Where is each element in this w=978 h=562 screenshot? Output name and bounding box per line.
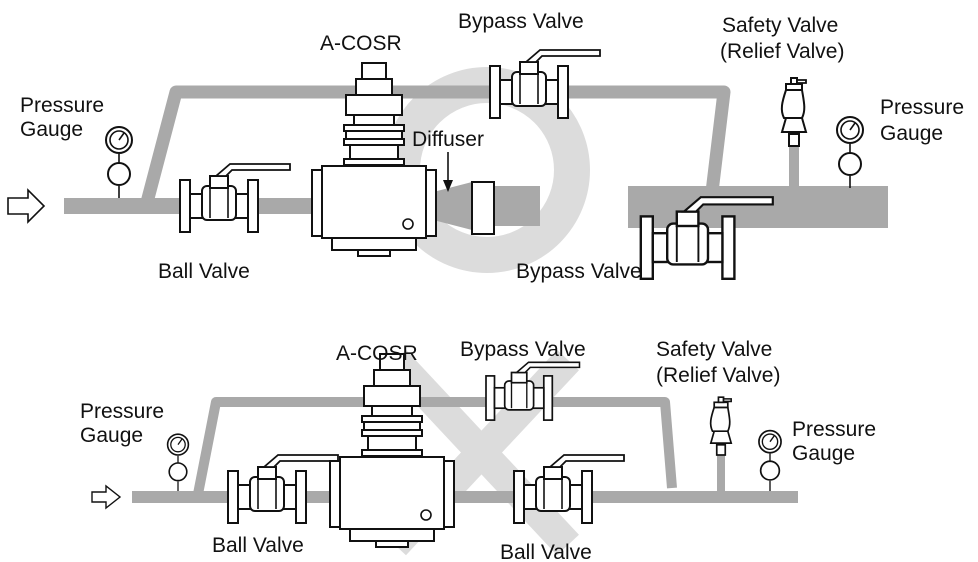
label-ball-valve-right-lower: Ball Valve [500, 541, 592, 562]
label-a-cosr: A-COSR [320, 32, 402, 55]
main-pipe-expanded [494, 186, 540, 226]
label-pressure-gauge-right-lower-1: Pressure [792, 418, 876, 441]
pressure-gauge-left-icon [105, 126, 133, 199]
diagram-without-diffuser: Pressure Gauge A-COSR Bypass Valve Safet… [80, 338, 876, 562]
label-pressure-gauge-left-1: Pressure [20, 94, 104, 117]
safety-valve-stem [789, 140, 799, 188]
label-pressure-gauge-left-2: Gauge [20, 118, 83, 141]
label-pressure-gauge-right-2: Gauge [880, 122, 943, 145]
safety-valve-lower-icon [709, 396, 733, 456]
flow-arrow-icon [7, 188, 46, 224]
bypass-pipe-lower [193, 397, 677, 495]
diffuser-flange [471, 181, 495, 235]
main-pipe-inlet-lower [132, 491, 232, 503]
main-pipe-outlet-lower [592, 491, 798, 503]
label-pressure-gauge-right-1: Pressure [880, 96, 964, 119]
ball-valve-left-lower-icon [227, 454, 339, 524]
diagram-with-diffuser: Pressure Gauge A-COSR Bypass Valve Safet… [7, 10, 964, 283]
safety-valve-icon [780, 77, 807, 147]
pressure-gauge-left-lower-icon [166, 433, 190, 492]
main-pipe-inlet [64, 198, 184, 214]
bypass-pipe-top [139, 85, 731, 208]
label-a-cosr-lower: A-COSR [336, 342, 418, 365]
main-pipe-outlet [628, 186, 888, 228]
label-ball-valve-left-lower: Ball Valve [212, 534, 304, 557]
diffuser-arrow-icon [443, 180, 453, 192]
label-bypass-valve-bottom: Bypass Valve [516, 260, 642, 283]
label-safety-valve-1: Safety Valve [722, 14, 838, 37]
label-safety-valve-2: (Relief Valve) [720, 40, 844, 63]
pressure-gauge-right-lower-icon [758, 429, 782, 492]
label-bypass-valve-top: Bypass Valve [458, 10, 584, 33]
label-pressure-gauge-right-lower-2: Gauge [792, 442, 855, 465]
pressure-gauge-right-icon [836, 116, 864, 189]
flow-arrow-lower-icon [91, 484, 122, 510]
label-pressure-gauge-left-lower-1: Pressure [80, 400, 164, 423]
label-ball-valve: Ball Valve [158, 260, 250, 283]
safety-valve-stem-lower [717, 450, 725, 492]
label-bypass-valve-top-lower: Bypass Valve [460, 338, 586, 361]
label-diffuser: Diffuser [412, 128, 484, 151]
label-pressure-gauge-left-lower-2: Gauge [80, 424, 143, 447]
label-safety-valve-lower-1: Safety Valve [656, 338, 772, 361]
label-safety-valve-lower-2: (Relief Valve) [656, 364, 780, 387]
